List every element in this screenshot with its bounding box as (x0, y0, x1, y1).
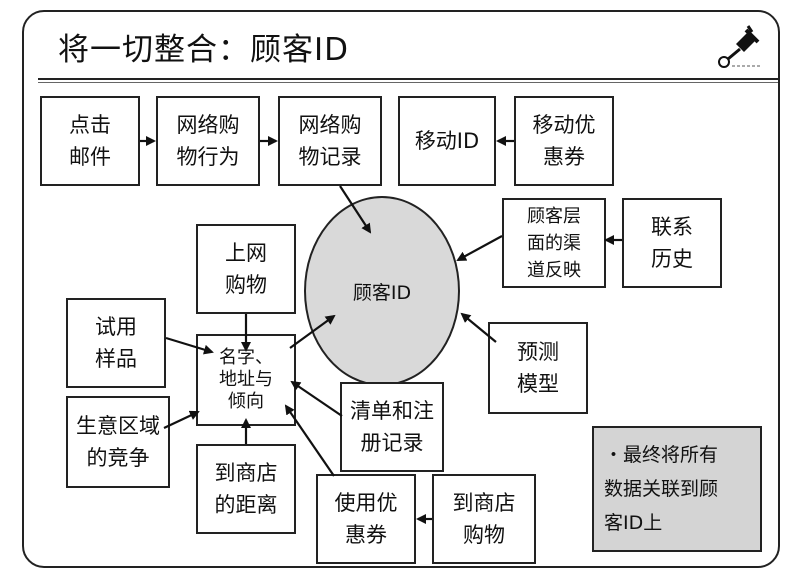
customer-id-node: 顾客ID (304, 196, 460, 386)
online-shopping-node: 上网 购物 (196, 224, 296, 314)
checklist-register-node: 清单和注 册记录 (340, 382, 444, 472)
mobile-id-node: 移动ID (398, 96, 496, 186)
pushpin-icon (718, 25, 760, 68)
mobile-coupon-node: 移动优 惠券 (514, 96, 614, 186)
web-record-node: 网络购 物记录 (278, 96, 382, 186)
contact-history-node: 联系 历史 (622, 198, 722, 288)
summary-note: ・最终将所有 数据关联到顾 客ID上 (592, 426, 762, 552)
use-coupon-node: 使用优 惠券 (316, 474, 416, 564)
channel-reflect-node: 顾客层 面的渠 道反映 (502, 198, 606, 288)
arrow-name-to-customer (289, 314, 336, 349)
business-area-node: 生意区域 的竞争 (66, 396, 170, 488)
store-shopping-node: 到商店 购物 (432, 474, 536, 564)
store-distance-node: 到商店 的距离 (196, 444, 296, 534)
predict-model-node: 预测 模型 (488, 322, 588, 414)
arrow-record-to-customer (339, 185, 372, 234)
arrow-coupon-use-to-name (284, 404, 335, 477)
trial-sample-node: 试用 样品 (66, 298, 166, 388)
arrow-sample-to-name (165, 336, 214, 355)
slide-frame (22, 10, 780, 568)
arrow-channel-to-customer (456, 235, 503, 261)
arrow-checklist-to-name (290, 380, 343, 417)
title-divider-thin (38, 82, 778, 83)
web-behavior-node: 网络购 物行为 (156, 96, 260, 186)
slide-title: 将一切整合：顾客ID (58, 32, 350, 68)
arrow-model-to-customer (460, 312, 497, 343)
click-email-node: 点击 邮件 (40, 96, 140, 186)
arrow-area-to-name (163, 410, 200, 429)
title-divider (38, 78, 778, 80)
